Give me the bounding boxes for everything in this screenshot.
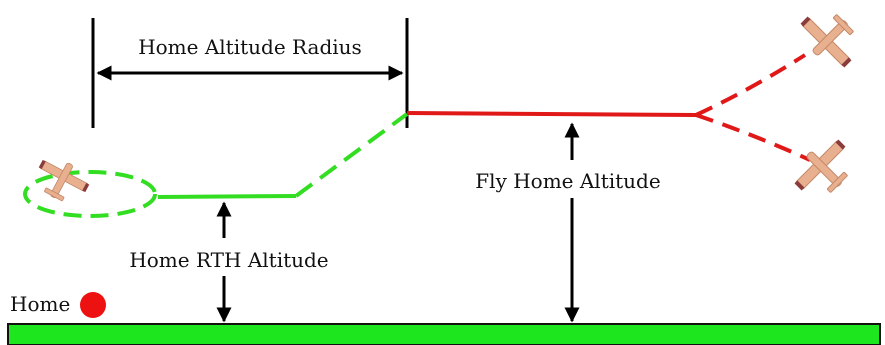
home-rth-altitude-path bbox=[157, 194, 297, 199]
ground-strip bbox=[7, 323, 881, 345]
plane-icon-lower bbox=[786, 131, 863, 208]
incoming-path-upper bbox=[695, 53, 807, 117]
fly-home-altitude-label: Fly Home Altitude bbox=[475, 169, 660, 193]
home-rth-altitude-label: Home RTH Altitude bbox=[129, 248, 328, 272]
home-dot-icon bbox=[80, 292, 106, 318]
incoming-path-lower bbox=[695, 113, 811, 162]
climb-path-dashed bbox=[294, 112, 409, 198]
plane-icon-upper bbox=[792, 0, 869, 76]
fly-home-altitude-path bbox=[406, 111, 697, 117]
home-altitude-radius-label: Home Altitude Radius bbox=[138, 35, 362, 59]
loiter-circle bbox=[23, 170, 157, 218]
home-label: Home bbox=[10, 292, 70, 316]
